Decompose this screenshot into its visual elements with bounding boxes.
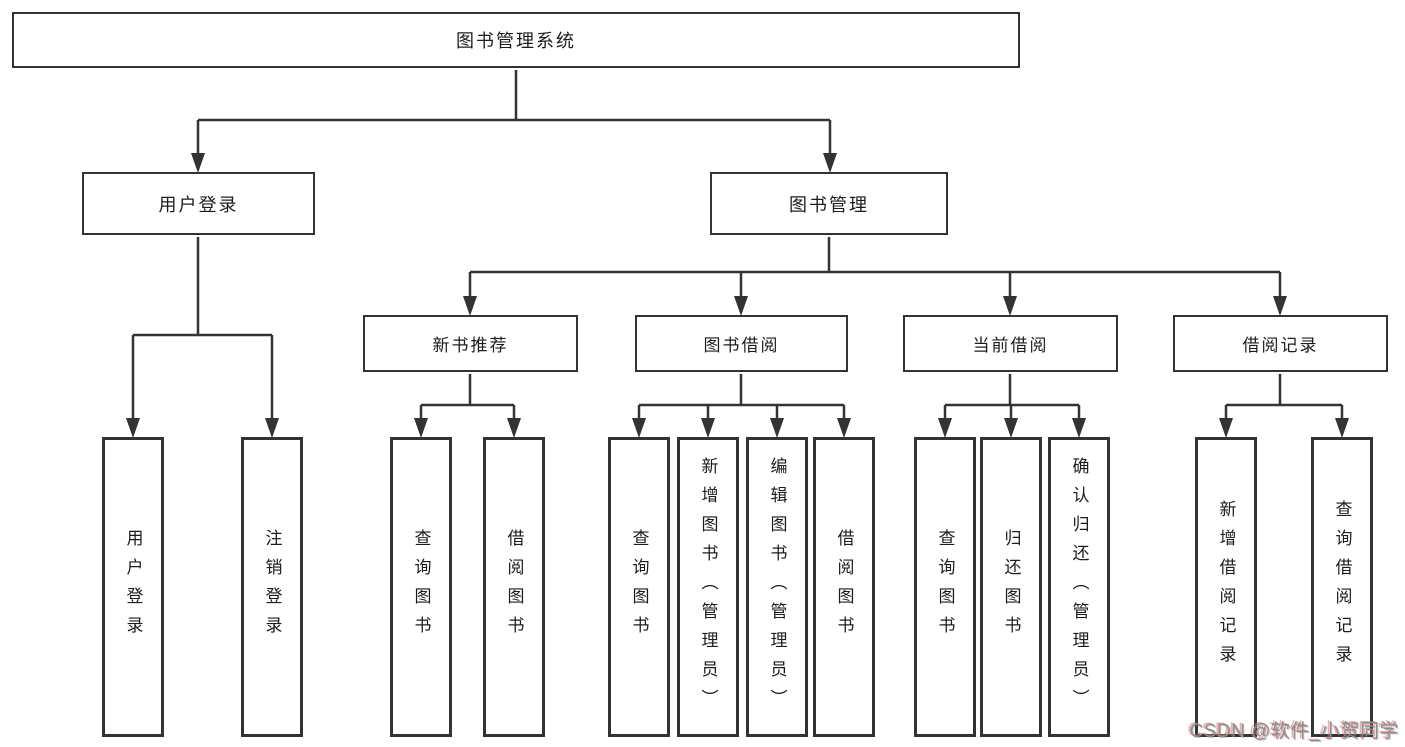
arrowhead-icon <box>191 153 205 173</box>
arrowhead-icon <box>823 153 837 173</box>
connector-book-management-children <box>463 237 1287 316</box>
arrowhead-icon <box>734 296 748 316</box>
node-leaf-query-books-recommend: 查询图书 <box>390 437 452 737</box>
node-leaf-query-borrow-record: 查询借阅记录 <box>1311 437 1373 737</box>
connector-new-book-recommend-children <box>414 374 521 438</box>
arrowhead-icon <box>1072 418 1086 438</box>
arrowhead-icon <box>126 418 140 438</box>
arrowhead-icon <box>1004 418 1018 438</box>
watermark-csdn: CSDN @软件_小贺同学 <box>1189 721 1399 742</box>
arrowhead-icon <box>265 418 279 438</box>
arrowhead-icon <box>1003 296 1017 316</box>
arrowhead-icon <box>837 418 851 438</box>
node-leaf-confirm-return-admin: 确认归还（管理员） <box>1048 437 1110 737</box>
connector-current-borrow-children <box>938 374 1086 438</box>
node-library-management-system: 图书管理系统 <box>12 12 1020 68</box>
arrowhead-icon <box>463 296 477 316</box>
node-book-management: 图书管理 <box>710 172 948 235</box>
node-leaf-add-borrow-record: 新增借阅记录 <box>1195 437 1257 737</box>
node-leaf-borrow-books-recommend: 借阅图书 <box>483 437 545 737</box>
arrowhead-icon <box>507 418 521 438</box>
connector-book-borrow-children <box>632 374 851 438</box>
arrowhead-icon <box>414 418 428 438</box>
arrowhead-icon <box>1219 418 1233 438</box>
node-leaf-query-books-current: 查询图书 <box>914 437 976 737</box>
arrowhead-icon <box>1335 418 1349 438</box>
connector-root-to-level2 <box>191 70 837 173</box>
node-book-borrow: 图书借阅 <box>635 315 848 372</box>
connector-borrow-records-children <box>1219 374 1349 438</box>
node-leaf-borrow-books: 借阅图书 <box>813 437 875 737</box>
connector-user-login-children <box>126 237 279 438</box>
node-current-borrow: 当前借阅 <box>903 315 1118 372</box>
node-leaf-user-login: 用户登录 <box>102 437 164 737</box>
arrowhead-icon <box>701 418 715 438</box>
node-borrow-records: 借阅记录 <box>1173 315 1388 372</box>
node-user-login: 用户登录 <box>82 172 315 235</box>
arrowhead-icon <box>770 418 784 438</box>
node-leaf-return-books: 归还图书 <box>980 437 1042 737</box>
node-leaf-query-books-borrow: 查询图书 <box>608 437 670 737</box>
node-leaf-logout: 注销登录 <box>241 437 303 737</box>
node-new-book-recommend: 新书推荐 <box>363 315 578 372</box>
arrowhead-icon <box>938 418 952 438</box>
node-leaf-add-books-admin: 新增图书（管理员） <box>677 437 739 737</box>
node-leaf-edit-books-admin: 编辑图书（管理员） <box>746 437 808 737</box>
arrowhead-icon <box>1273 296 1287 316</box>
arrowhead-icon <box>632 418 646 438</box>
